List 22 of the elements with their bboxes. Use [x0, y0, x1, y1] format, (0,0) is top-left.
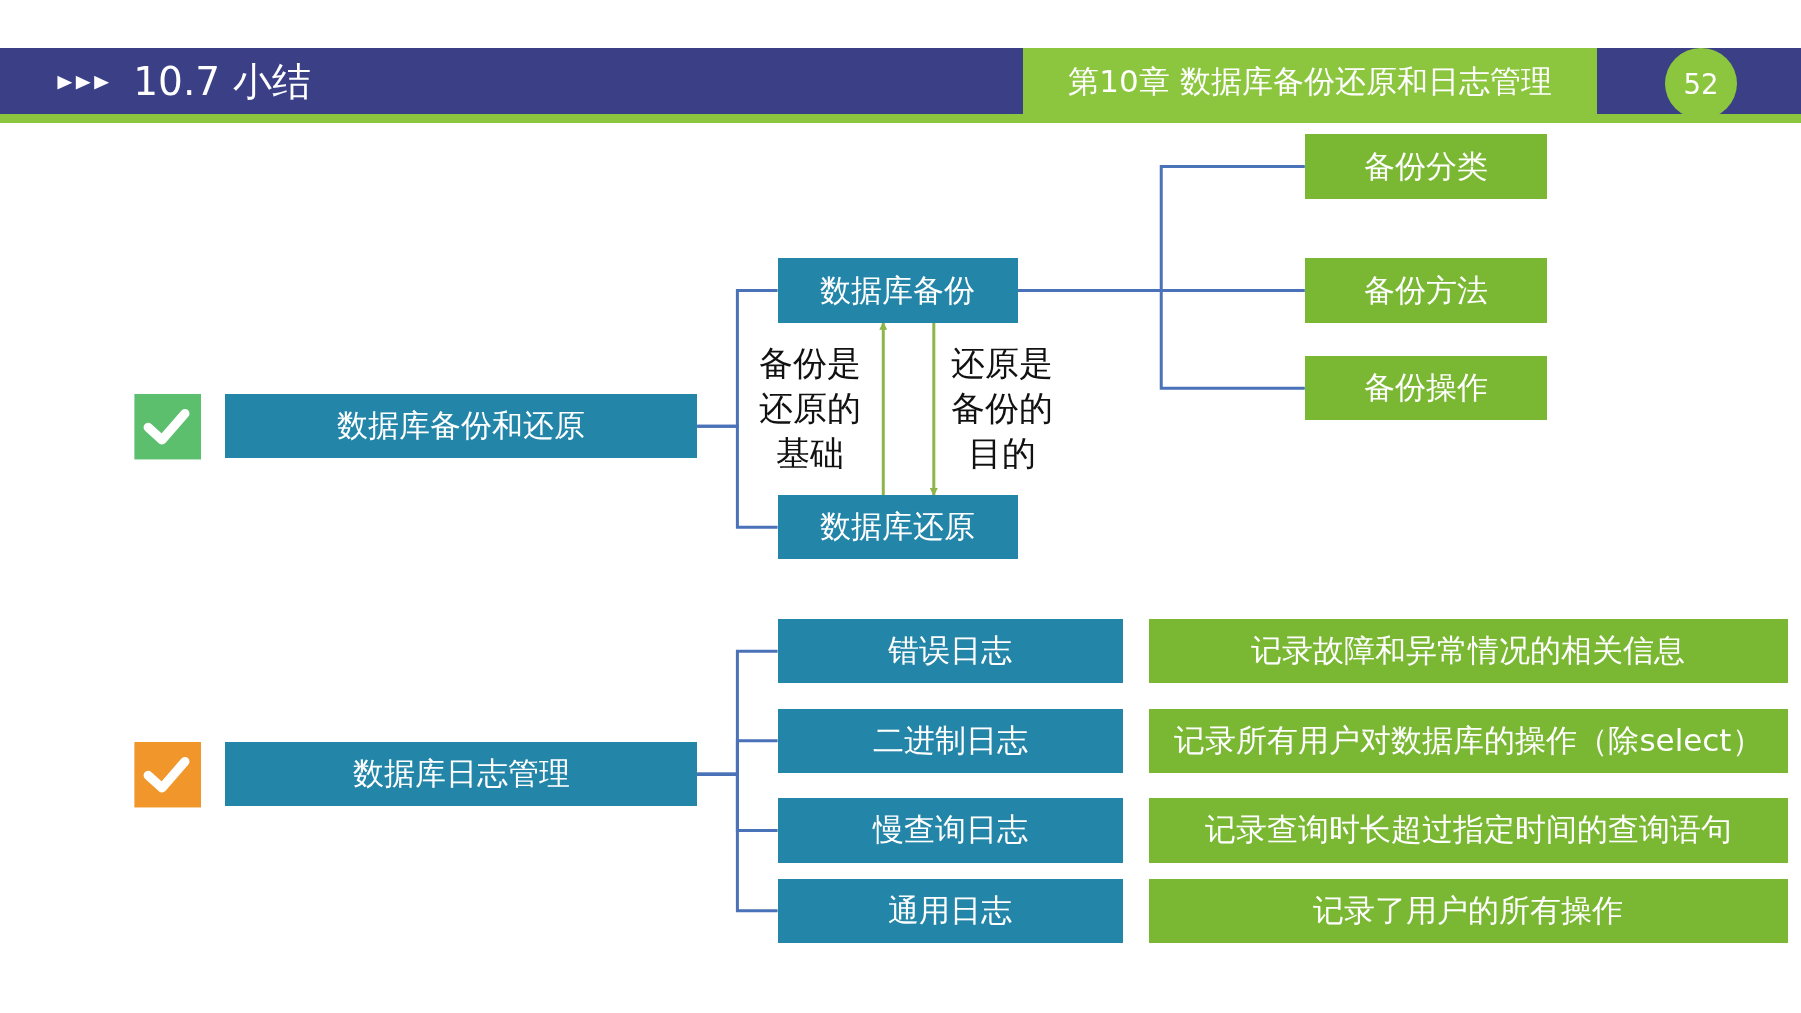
- arrow: [879, 321, 888, 496]
- connector-line: [697, 772, 778, 913]
- process-box: 数据库还原: [777, 495, 1018, 560]
- process-box: 数据库备份: [777, 258, 1018, 323]
- page-title: 10.7 小结: [133, 58, 311, 107]
- description-box: 记录查询时长超过指定时间的查询语句: [1148, 798, 1789, 863]
- process-box: 二进制日志: [777, 708, 1124, 773]
- connector-line: [697, 424, 778, 529]
- description-box: 记录了用户的所有操作: [1148, 878, 1789, 943]
- process-box: 数据库备份和还原: [225, 393, 698, 459]
- arrow: [929, 322, 938, 497]
- process-box: 数据库日志管理: [225, 742, 698, 807]
- description-box: 备份操作: [1304, 356, 1548, 421]
- description-box: 记录所有用户对数据库的操作（除select）: [1148, 708, 1789, 773]
- process-box: 慢查询日志: [777, 798, 1124, 863]
- chapter-banner: 第10章 数据库备份还原和日志管理: [1023, 48, 1597, 115]
- description-box: 备份方法: [1304, 258, 1548, 323]
- process-box: 错误日志: [777, 619, 1124, 684]
- description-box: 记录故障和异常情况的相关信息: [1148, 619, 1789, 684]
- connector-line: [1017, 289, 1305, 390]
- process-box: 通用日志: [777, 878, 1124, 943]
- description-box: 备份分类: [1304, 134, 1548, 199]
